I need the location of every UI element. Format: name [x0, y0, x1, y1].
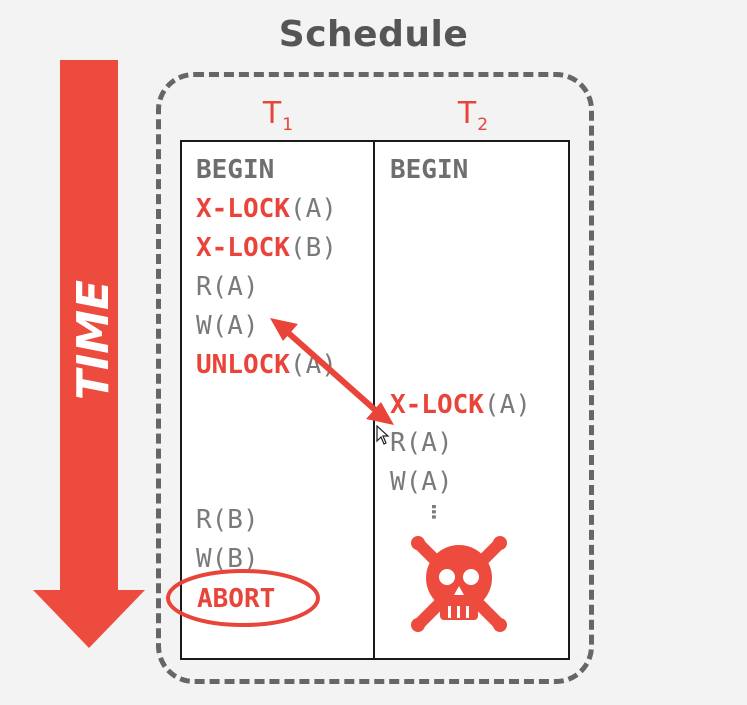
t1-xlock-a: X-LOCK(A)	[196, 194, 337, 224]
t2-ellipsis: …	[425, 504, 455, 520]
t1-unlock-a: UNLOCK(A)	[196, 350, 337, 380]
schedule-table	[180, 140, 570, 660]
t2-begin: BEGIN	[390, 155, 469, 185]
t1-read-b: R(B)	[196, 505, 259, 535]
t1-header: T1	[262, 96, 294, 135]
mouse-cursor-icon	[376, 425, 390, 445]
column-divider	[373, 140, 375, 660]
t2-xlock-a: X-LOCK(A)	[390, 390, 531, 420]
skull-crossbones-icon	[411, 536, 507, 632]
t2-header: T2	[457, 96, 489, 135]
time-label: TIME	[68, 280, 119, 400]
t1-xlock-b: X-LOCK(B)	[196, 233, 337, 263]
t2-read-a: R(A)	[390, 428, 453, 458]
double-arrow-icon	[270, 318, 394, 425]
time-arrow-icon: TIME	[33, 60, 145, 648]
diagram-title: Schedule	[278, 14, 469, 55]
abort-highlight	[166, 569, 320, 627]
t1-abort: ABORT	[197, 584, 276, 614]
t1-write-a: W(A)	[196, 311, 259, 341]
t1-begin: BEGIN	[196, 155, 275, 185]
schedule-container	[156, 72, 594, 684]
t2-write-a: W(A)	[390, 467, 453, 497]
t1-read-a: R(A)	[196, 272, 259, 302]
t1-write-b: W(B)	[196, 544, 259, 574]
